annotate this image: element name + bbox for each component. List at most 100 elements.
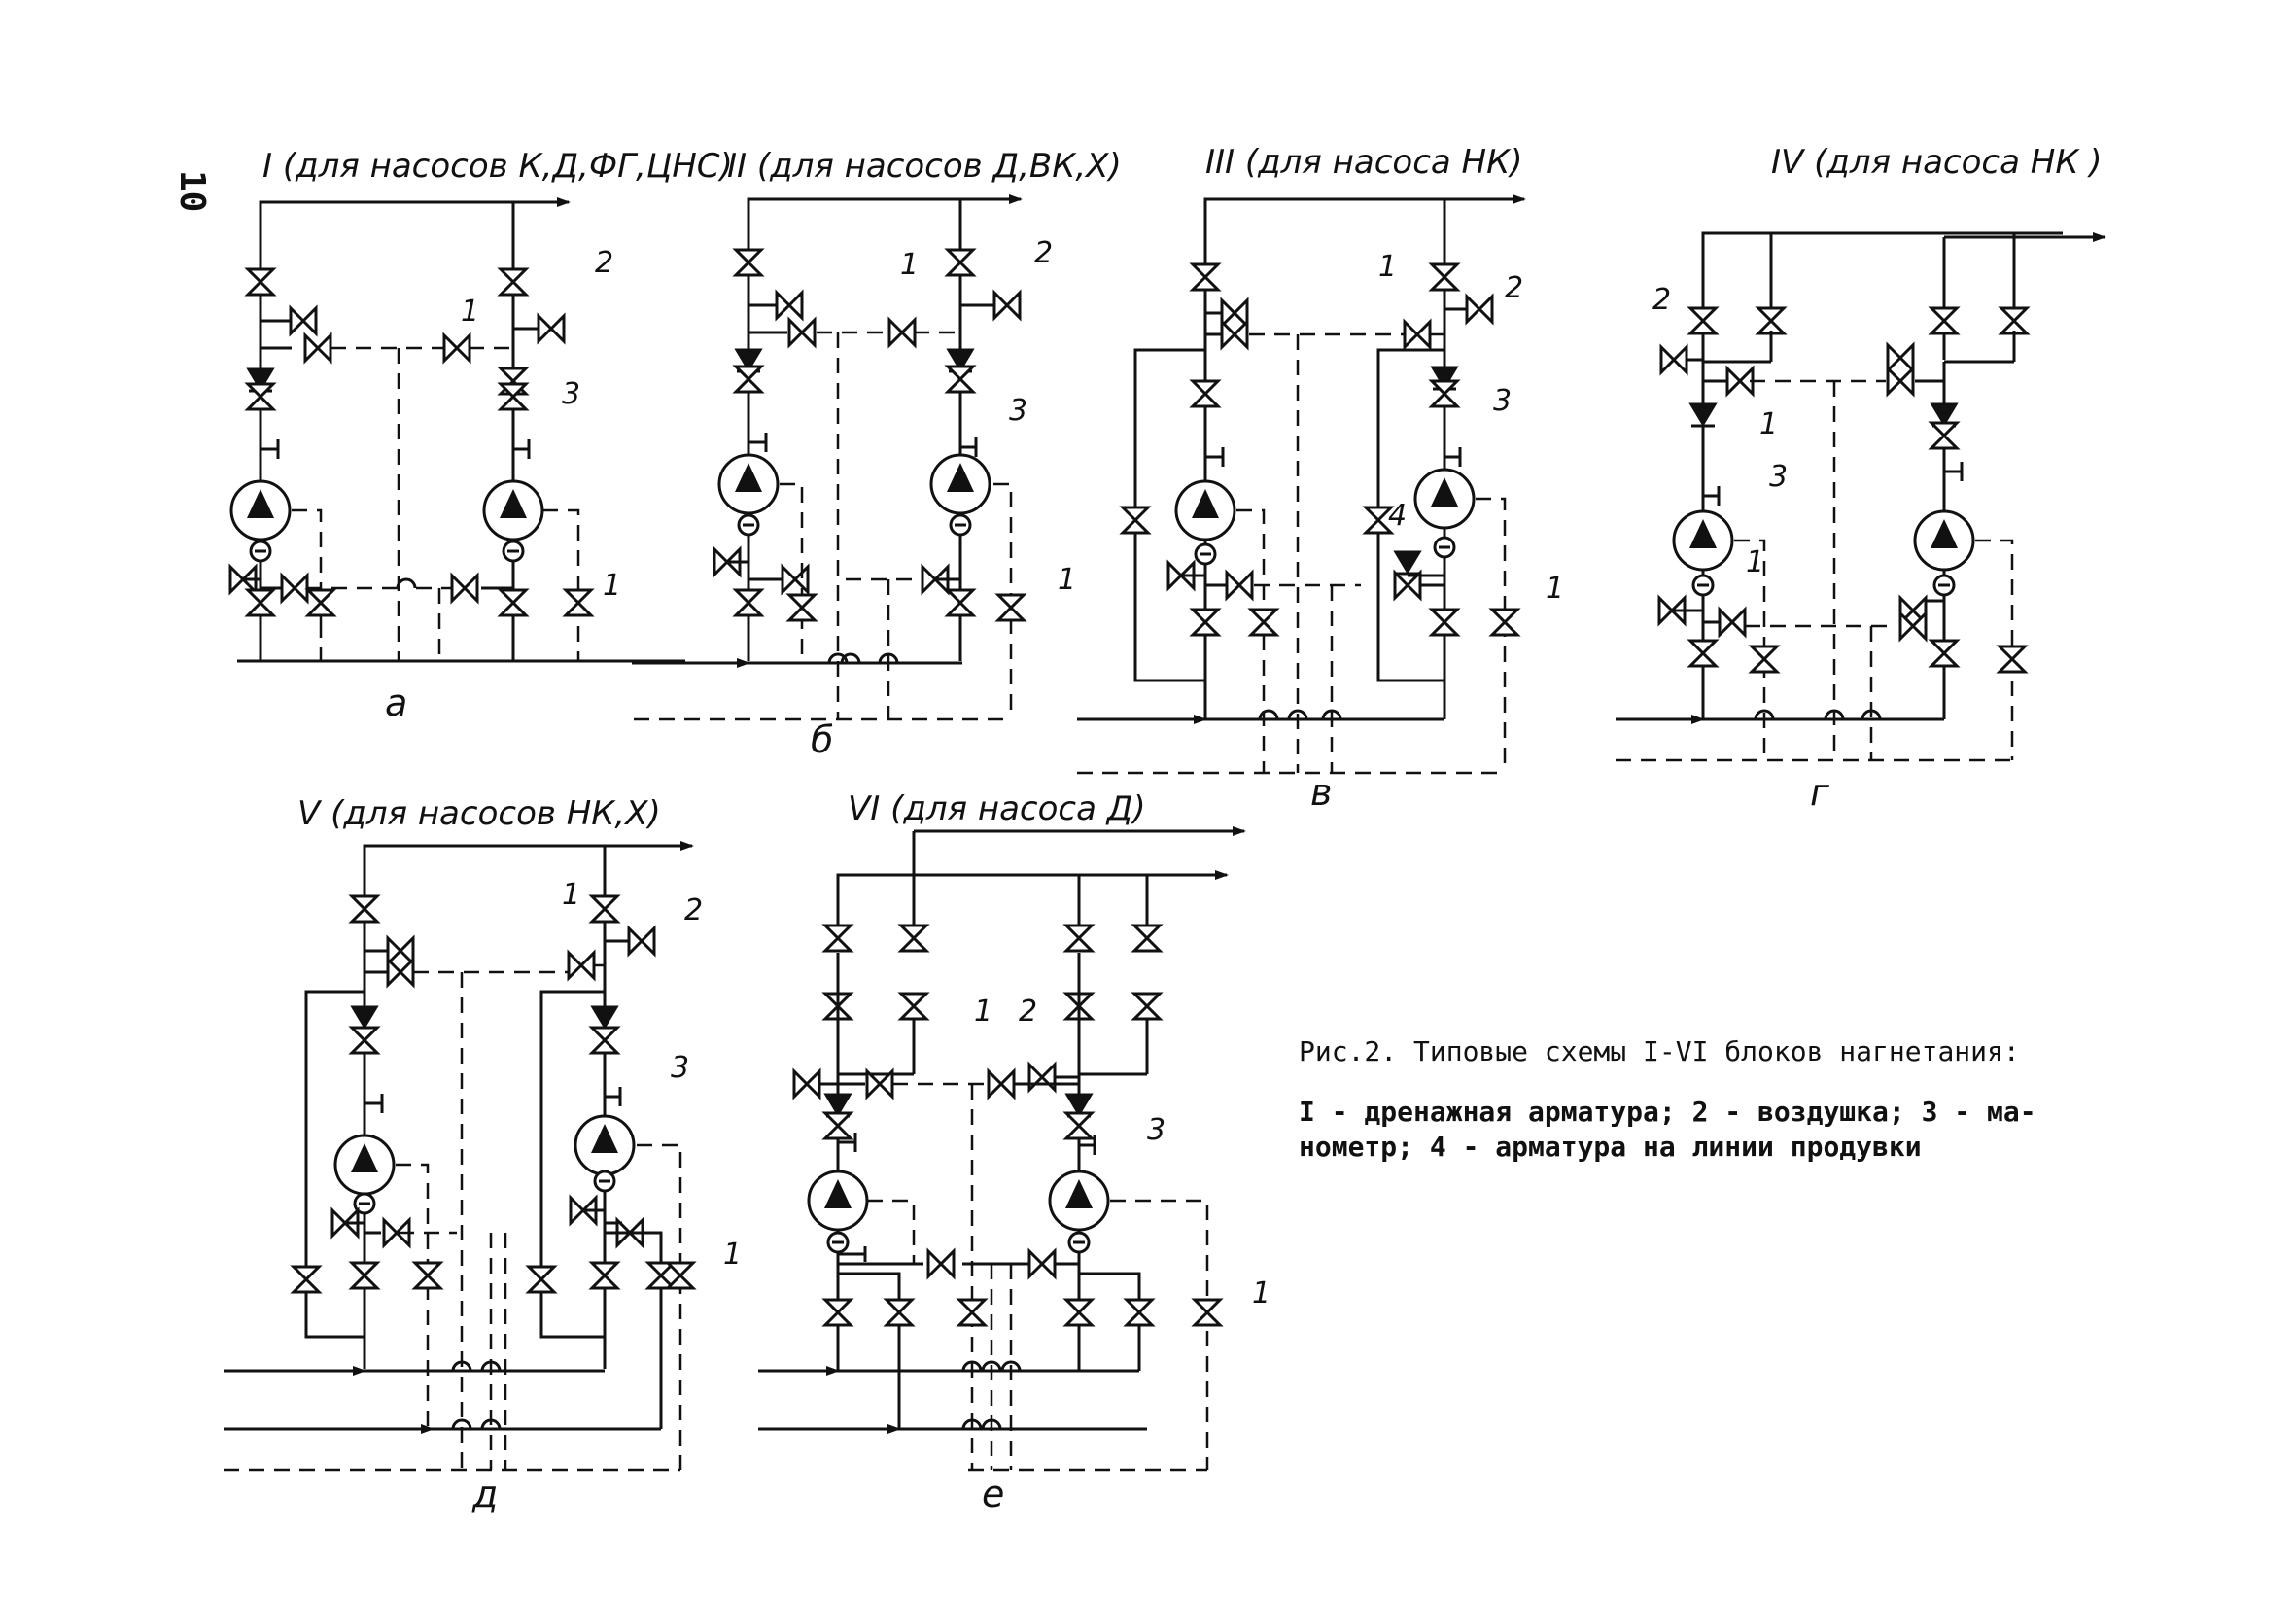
pipe-line xyxy=(838,1272,901,1371)
valve-vertical-icon xyxy=(588,1026,621,1055)
valve-horizontal-icon xyxy=(382,1216,411,1249)
valve-vertical-icon xyxy=(1687,639,1720,668)
pipe-crossing-hop xyxy=(840,652,861,664)
callout-three: 3 xyxy=(1147,1113,1165,1147)
valve-horizontal-icon xyxy=(887,316,917,349)
pump-impeller-icon xyxy=(247,489,274,518)
valve-horizontal-icon xyxy=(781,563,810,596)
pipe-crossing-hop xyxy=(1000,1360,1022,1372)
valve-vertical-icon xyxy=(1247,608,1280,637)
valve-vertical-icon xyxy=(244,267,277,297)
scheme-title-3: III (для насоса НК) xyxy=(1205,143,1523,182)
scheme-title-6: VI (для насоса Д) xyxy=(848,789,1146,828)
pipe-crossing-hop xyxy=(1321,709,1342,720)
valve-vertical-icon xyxy=(1189,608,1222,637)
pipe-crossing-hop xyxy=(451,1418,472,1430)
valve-horizontal-icon xyxy=(987,1067,1016,1100)
impulse-dashed-line xyxy=(993,482,1013,719)
valve-vertical-icon xyxy=(244,382,277,411)
valve-vertical-icon xyxy=(588,1261,621,1290)
check-valve-icon xyxy=(1930,402,1959,427)
callout-one: 1 xyxy=(1252,1276,1270,1310)
valve-vertical-icon xyxy=(1998,306,2031,335)
valve-vertical-icon xyxy=(1928,639,1961,668)
valve-vertical-icon xyxy=(304,588,337,617)
callout-two: 2 xyxy=(1505,271,1523,305)
impulse-dashed-line xyxy=(1476,497,1507,773)
impulse-dashed-line xyxy=(542,508,580,661)
callout-two: 2 xyxy=(684,893,703,927)
valve-vertical-icon xyxy=(1131,924,1164,953)
valve-vertical-icon xyxy=(644,1261,678,1290)
callout-one: 1 xyxy=(723,1238,742,1272)
valve-horizontal-icon xyxy=(1403,318,1432,351)
pipe-crossing-hop xyxy=(878,652,899,664)
valve-vertical-icon xyxy=(497,267,530,297)
pipe-line xyxy=(1079,1272,1141,1371)
callout-one: 1 xyxy=(1746,545,1764,579)
scheme-title-4: IV (для насоса НК ) xyxy=(1771,143,2103,182)
pipe-crossing-hop xyxy=(961,1360,983,1372)
check-valve-icon xyxy=(1688,402,1718,427)
valve-vertical-icon xyxy=(994,593,1027,622)
callout-two: 2 xyxy=(1034,236,1053,270)
callout-three: 3 xyxy=(1493,384,1512,418)
valve-vertical-icon xyxy=(1428,608,1461,637)
valve-vertical-icon xyxy=(348,894,381,924)
pipe-crossing-hop xyxy=(451,1360,472,1372)
valve-horizontal-icon xyxy=(386,934,415,967)
valve-vertical-icon xyxy=(1062,1298,1096,1327)
scheme-title-1: I (для насосов К,Д,ФГ,ЦНС) xyxy=(262,147,733,186)
pump-impeller-icon xyxy=(735,463,762,492)
valve-vertical-icon xyxy=(1748,645,1781,674)
valve-vertical-icon xyxy=(411,1261,444,1290)
check-valve-icon xyxy=(590,1005,619,1030)
valve-vertical-icon xyxy=(1189,262,1222,292)
callout-one: 1 xyxy=(562,878,580,912)
check-valve-icon xyxy=(823,1093,852,1117)
valve-vertical-icon xyxy=(1362,506,1395,535)
pipe-crossing-hop xyxy=(981,1360,1002,1372)
valve-horizontal-icon xyxy=(792,1067,821,1100)
caption-legend-line-2: нометр; 4 - арматура на линии продувки xyxy=(1299,1131,1922,1163)
valve-vertical-icon xyxy=(1062,924,1096,953)
callout-one: 1 xyxy=(1378,250,1397,284)
valve-vertical-icon xyxy=(732,588,765,617)
scheme-label-5: д xyxy=(471,1473,498,1516)
callout-one: 1 xyxy=(974,995,992,1029)
page-number: 10 xyxy=(172,170,212,212)
callout-two: 2 xyxy=(595,246,613,280)
check-valve-icon xyxy=(1393,550,1422,575)
valve-vertical-icon xyxy=(1928,421,1961,450)
valve-horizontal-icon xyxy=(1027,1247,1057,1280)
pipe-crossing-hop xyxy=(981,1418,1002,1430)
valve-vertical-icon xyxy=(348,1026,381,1055)
valve-vertical-icon xyxy=(244,588,277,617)
valve-vertical-icon xyxy=(525,1265,558,1294)
valve-horizontal-icon xyxy=(1220,297,1249,330)
callout-two: 2 xyxy=(1019,995,1037,1029)
impulse-dashed-line xyxy=(1110,1199,1209,1470)
callout-one: 1 xyxy=(1759,407,1778,441)
figure-caption: Рис.2. Типовые схемы I-VI блоков нагнета… xyxy=(1299,1034,2115,1165)
valve-horizontal-icon xyxy=(1220,318,1249,351)
pipe-line xyxy=(605,1231,663,1429)
valve-vertical-icon xyxy=(956,1298,989,1327)
valve-vertical-icon xyxy=(1119,506,1152,535)
callout-one: 1 xyxy=(461,295,479,329)
check-valve-icon xyxy=(734,348,763,372)
check-valve-icon xyxy=(1064,1093,1094,1117)
pipe-crossing-hop xyxy=(1258,709,1279,720)
valve-vertical-icon xyxy=(562,588,595,617)
pump-impeller-icon xyxy=(591,1124,618,1153)
valve-horizontal-icon xyxy=(1725,365,1755,398)
valve-vertical-icon xyxy=(785,593,818,622)
scheme-label-2: б xyxy=(811,718,833,761)
scheme-label-3: в xyxy=(1310,771,1332,814)
check-valve-icon xyxy=(1430,366,1459,390)
valve-horizontal-icon xyxy=(627,925,656,958)
pipe-line xyxy=(747,197,960,321)
scheme-label-4: г xyxy=(1810,771,1830,814)
